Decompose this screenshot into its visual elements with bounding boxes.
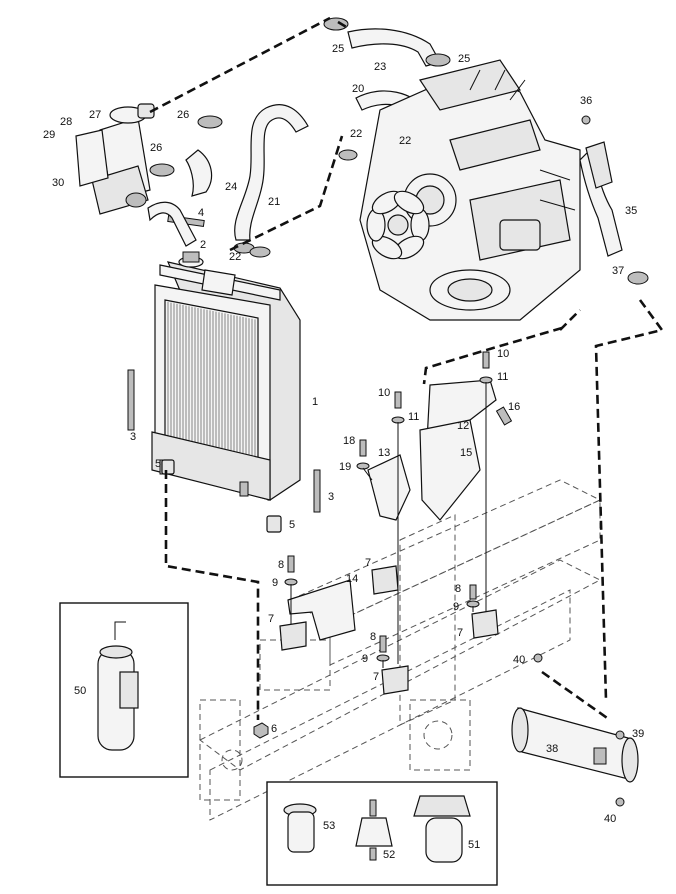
fuel-filter-52 [355, 799, 393, 861]
callout-label: 25 [458, 53, 470, 65]
callout-label: 15 [460, 447, 472, 459]
bracket-15 [419, 419, 481, 521]
callout-label: 29 [43, 129, 55, 141]
bolt-39 [615, 730, 625, 740]
fuel-filter-53 [283, 803, 317, 853]
callout-label: 26 [177, 109, 189, 121]
callout-label: 28 [60, 116, 72, 128]
muffler-38 [511, 707, 639, 783]
callout-label: 51 [468, 839, 480, 851]
callout-label: 10 [378, 387, 390, 399]
callout-label: 27 [89, 109, 101, 121]
bracket-13 [367, 454, 411, 521]
callout-label: 8 [370, 631, 376, 643]
callout-label: 21 [268, 196, 280, 208]
callout-label: 8 [455, 583, 461, 595]
hose-2 [147, 201, 197, 247]
callout-label: 9 [272, 577, 278, 589]
callout-label: 9 [453, 601, 459, 613]
nut-6 [253, 722, 269, 739]
callout-label: 7 [365, 557, 371, 569]
exhaust-flex [585, 141, 613, 189]
clamp-37 [627, 271, 649, 285]
callout-label: 22 [350, 128, 362, 140]
callout-label: 50 [74, 685, 86, 697]
label-layer: 1233455677778889991010111112131415161819… [43, 43, 644, 861]
callout-label: 10 [497, 348, 509, 360]
nut-40b [615, 797, 625, 807]
clamp-26b [149, 163, 175, 177]
callout-label: 39 [632, 728, 644, 740]
radiator [127, 261, 321, 513]
callout-label: 16 [508, 401, 520, 413]
callout-label: 6 [271, 723, 277, 735]
clamp-25a [323, 17, 349, 31]
radiator-cap [178, 251, 236, 296]
clamp-22c [338, 149, 358, 161]
callout-label: 3 [328, 491, 334, 503]
callout-label: 9 [362, 653, 368, 665]
nut-40a [533, 653, 543, 663]
callout-label: 30 [52, 177, 64, 189]
callout-label: 26 [150, 142, 162, 154]
callout-label: 40 [513, 654, 525, 666]
hose-24 [185, 149, 213, 197]
callout-label: 20 [352, 83, 364, 95]
callout-label: 11 [408, 411, 419, 423]
callout-label: 3 [130, 431, 136, 443]
air-cleaner [75, 103, 155, 215]
callout-label: 14 [346, 573, 358, 585]
engine-mount [279, 565, 499, 695]
bolt-36 [581, 115, 591, 125]
callout-label: 35 [625, 205, 637, 217]
clamp-22b [249, 246, 271, 258]
callout-label: 24 [225, 181, 237, 193]
bracket-14 [287, 579, 356, 641]
callout-label: 8 [278, 559, 284, 571]
callout-label: 4 [198, 207, 204, 219]
callout-label: 7 [268, 613, 274, 625]
callout-label: 38 [546, 743, 558, 755]
receiver-drier-50 [97, 621, 139, 751]
callout-label: 12 [457, 420, 469, 432]
leader-lines [290, 382, 487, 668]
callout-label: 52 [383, 849, 395, 861]
callout-label: 18 [343, 435, 355, 447]
connector-lines [149, 16, 665, 722]
callout-label: 40 [604, 813, 616, 825]
callout-label: 5 [289, 519, 295, 531]
fasteners [284, 351, 513, 662]
callout-label: 53 [323, 820, 335, 832]
hose-21 [234, 104, 309, 241]
callout-label: 23 [374, 61, 386, 73]
engine [359, 59, 581, 321]
callout-label: 7 [457, 627, 463, 639]
callout-label: 22 [229, 251, 241, 263]
callout-label: 11 [497, 371, 508, 383]
callout-label: 5 [155, 458, 161, 470]
fuel-filter-51 [413, 795, 471, 863]
clamp-26a [197, 115, 223, 129]
chassis-frame [199, 479, 602, 821]
clamp-25b [425, 53, 451, 67]
rubber-mount [161, 459, 282, 533]
callout-label: 25 [332, 43, 344, 55]
callout-label: 22 [399, 135, 411, 147]
callout-label: 19 [339, 461, 351, 473]
callout-label: 36 [580, 95, 592, 107]
callout-label: 7 [373, 671, 379, 683]
callout-label: 37 [612, 265, 624, 277]
callout-label: 2 [200, 239, 206, 251]
callout-label: 1 [312, 396, 318, 408]
callout-label: 13 [378, 447, 390, 459]
